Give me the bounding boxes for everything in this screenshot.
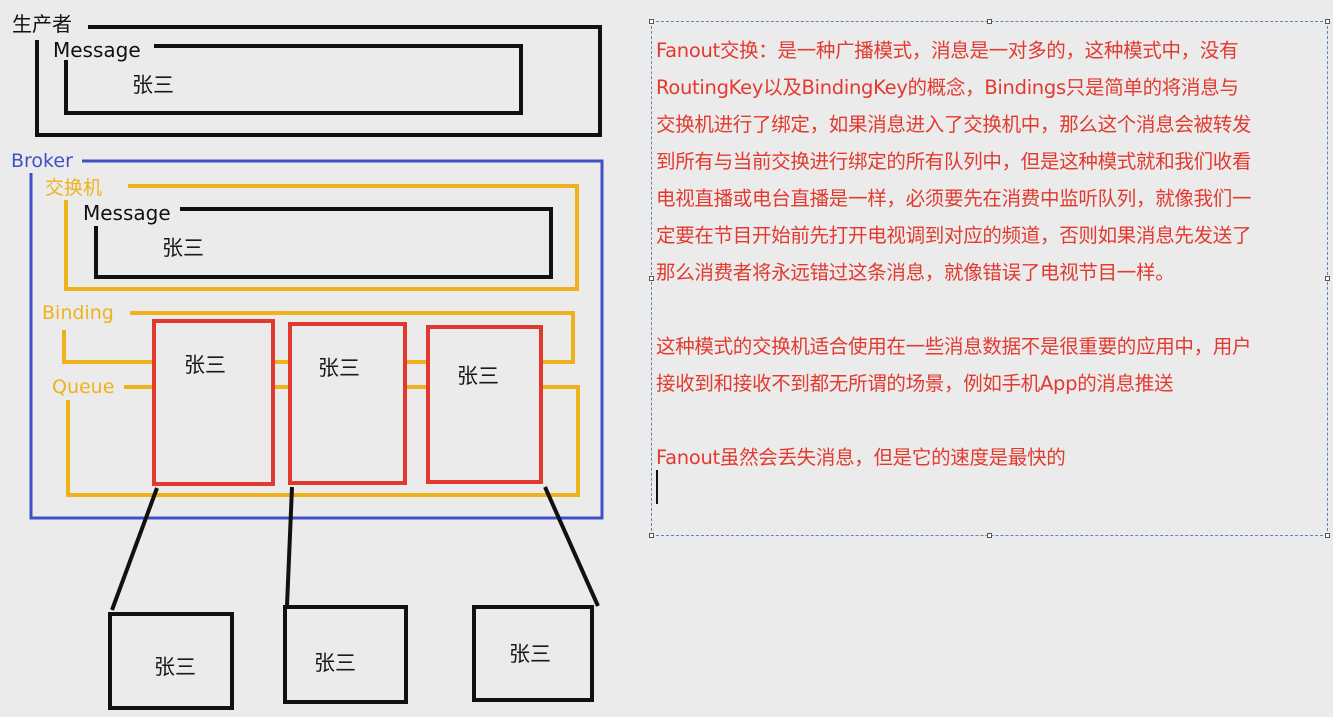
producer-box bbox=[35, 25, 602, 137]
queue-item-box-3 bbox=[426, 325, 543, 484]
producer-label: 生产者 bbox=[10, 12, 74, 36]
description-line-5: 电视直播或电台直播是一样，必须要先在消费中监听队列，就像我们一 bbox=[656, 187, 1252, 210]
producer-message-box bbox=[64, 44, 523, 115]
resize-handle-bottom-right[interactable] bbox=[1325, 533, 1330, 538]
queue-item-box-1 bbox=[152, 319, 275, 486]
description-line-12: Fanout虽然会丢失消息，但是它的速度是最快的 bbox=[656, 446, 1066, 469]
queue-item-2: 张三 bbox=[318, 356, 360, 380]
description-line-7: 那么消费者将永远错过这条消息，就像错误了电视节目一样。 bbox=[656, 261, 1175, 284]
exchange-label: 交换机 bbox=[43, 177, 105, 199]
resize-handle-top-left[interactable] bbox=[649, 19, 654, 24]
consumer-1: 张三 bbox=[154, 655, 196, 679]
description-line-3: 交换机进行了绑定，如果消息进入了交换机中，那么这个消息会被转发 bbox=[656, 113, 1252, 136]
resize-handle-left[interactable] bbox=[649, 276, 654, 281]
resize-handle-top[interactable] bbox=[987, 19, 992, 24]
description-line-4: 到所有与当前交换进行绑定的所有队列中，但是这种模式就和我们收看 bbox=[656, 150, 1252, 173]
resize-handle-bottom-left[interactable] bbox=[649, 533, 654, 538]
queue-item-3: 张三 bbox=[457, 364, 499, 388]
description-line-6: 定要在节目开始前先打开电视调到对应的频道，否则如果消息先发送了 bbox=[656, 224, 1252, 247]
binding-box bbox=[62, 311, 575, 364]
queue-label: Queue bbox=[50, 376, 117, 398]
resize-handle-bottom[interactable] bbox=[987, 533, 992, 538]
resize-handle-right[interactable] bbox=[1325, 276, 1330, 281]
description-line-2: RoutingKey以及BindingKey的概念，Bindings只是简单的将… bbox=[656, 76, 1239, 99]
exchange-message-value: 张三 bbox=[162, 236, 204, 260]
description-text[interactable]: Fanout交换：是一种广播模式，消息是一对多的，这种模式中，没有 Routin… bbox=[656, 32, 1324, 476]
consumer-box-1 bbox=[108, 612, 234, 710]
description-gap-1 bbox=[656, 291, 1324, 328]
consumer-2: 张三 bbox=[314, 651, 356, 675]
description-gap-2 bbox=[656, 402, 1324, 439]
broker-label: Broker bbox=[9, 150, 75, 172]
description-line-9: 这种模式的交换机适合使用在一些消息数据不是很重要的应用中，用户 bbox=[656, 335, 1252, 358]
exchange-message-box bbox=[94, 207, 553, 279]
connector-line-3 bbox=[543, 486, 600, 607]
exchange-box bbox=[64, 184, 579, 291]
binding-label: Binding bbox=[40, 302, 116, 324]
resize-handle-top-right[interactable] bbox=[1325, 19, 1330, 24]
text-cursor bbox=[656, 470, 658, 504]
exchange-message-label: Message bbox=[81, 201, 173, 225]
queue-item-1: 张三 bbox=[184, 353, 226, 377]
description-line-1: Fanout交换：是一种广播模式，消息是一对多的，这种模式中，没有 bbox=[656, 39, 1239, 62]
consumer-3: 张三 bbox=[509, 642, 551, 666]
consumer-box-2 bbox=[283, 605, 408, 704]
connector-line-2 bbox=[285, 486, 294, 607]
connector-line-1 bbox=[110, 487, 159, 611]
producer-message-label: Message bbox=[51, 38, 143, 62]
description-line-10: 接收到和接收不到都无所谓的场景，例如手机App的消息推送 bbox=[656, 372, 1174, 395]
producer-message-value: 张三 bbox=[132, 73, 174, 97]
queue-item-box-2 bbox=[288, 322, 407, 485]
broker-box bbox=[29, 159, 604, 520]
consumer-box-3 bbox=[472, 605, 594, 702]
